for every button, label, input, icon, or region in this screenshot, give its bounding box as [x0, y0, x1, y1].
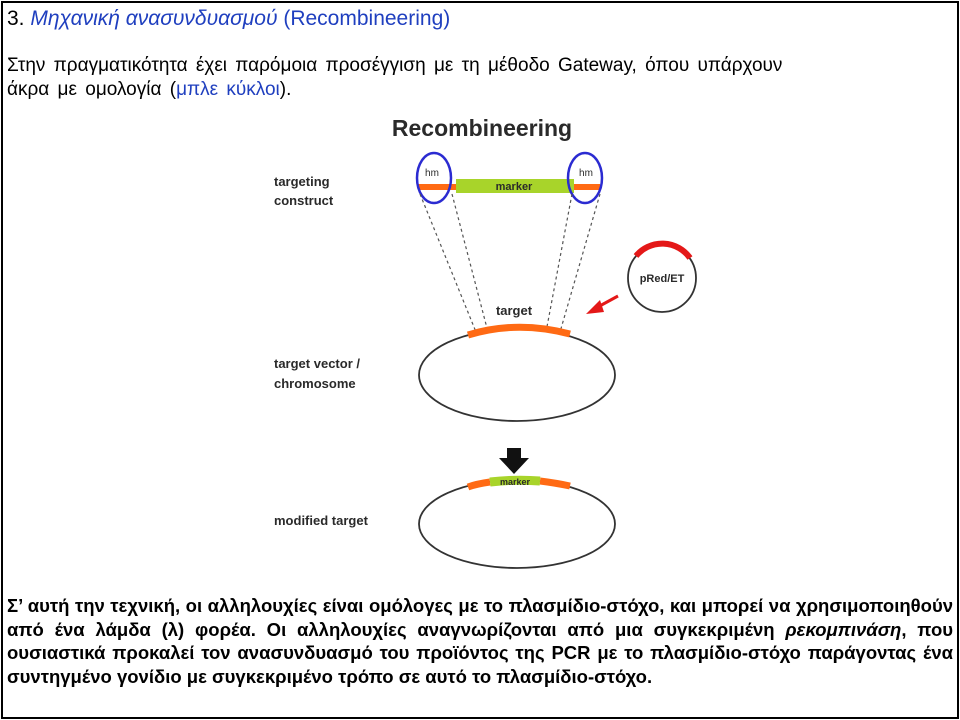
heading-title: Μηχανική ανασυνδυασμού (Recombineering)	[30, 7, 450, 30]
homology-circle-left	[415, 151, 453, 205]
label-modified-target: modified target	[274, 513, 369, 528]
intro-line-2-end: ).	[279, 79, 292, 100]
crossover-lines	[419, 193, 601, 333]
intro-text: Στην πραγματικότητα έχει παρόμοια προσέγ…	[7, 54, 951, 102]
paragraph-italic-recombinase: ρεκομπινάση	[785, 618, 902, 640]
intro-line-2-start: άκρα με ομολογία (	[7, 79, 177, 100]
pred-et-gene-arc	[633, 240, 693, 260]
recombinase-arrow-head	[586, 300, 604, 314]
modified-homology-right	[539, 477, 571, 490]
hm-left-label: hm	[425, 168, 439, 179]
target-vector-ellipse	[418, 328, 616, 422]
paragraph-part-2: , που ουσιαστικά προκαλεί τον ανασυνδυασ…	[7, 618, 954, 687]
slide-heading: 3. Μηχανική ανασυνδυασμού (Recombineerin…	[7, 6, 450, 32]
figure-title: Recombineering	[392, 115, 572, 141]
marker-segment-top	[456, 179, 574, 193]
modified-marker-segment	[489, 475, 541, 487]
paragraph-part-1: Σ’ αυτή την τεχνική, οι αλληλουχίες είνα…	[7, 595, 953, 640]
target-region	[466, 323, 571, 339]
modified-target-ellipse	[418, 479, 616, 569]
modified-homology-left	[466, 478, 491, 491]
down-arrow-shaft	[507, 448, 521, 458]
homology-circle-right	[566, 151, 604, 205]
heading-title-english: (Recombineering)	[283, 7, 451, 30]
label-target-vector: target vector /	[274, 356, 360, 371]
homology-arm-left	[418, 184, 460, 190]
target-label: target	[496, 303, 533, 318]
heading-number: 3.	[7, 7, 25, 30]
down-arrow-head	[499, 458, 529, 474]
label-construct: construct	[274, 193, 334, 208]
marker-bottom-label: marker	[500, 477, 531, 487]
intro-line-1: Στην πραγματικότητα έχει παρόμοια προσέγ…	[7, 55, 783, 76]
heading-title-greek: Μηχανική ανασυνδυασμού	[30, 7, 278, 30]
hm-right-label: hm	[579, 168, 593, 179]
label-chromosome: chromosome	[274, 376, 356, 391]
intro-blue-circles: μπλε κύκλοι	[176, 79, 280, 100]
homology-arm-right	[570, 184, 600, 190]
marker-top-label: marker	[496, 181, 533, 193]
pred-et-label: pRed/ET	[640, 273, 685, 285]
label-targeting: targeting	[274, 174, 330, 189]
body-paragraph: Σ’ αυτή την τεχνική, οι αλληλουχίες είνα…	[7, 594, 953, 688]
